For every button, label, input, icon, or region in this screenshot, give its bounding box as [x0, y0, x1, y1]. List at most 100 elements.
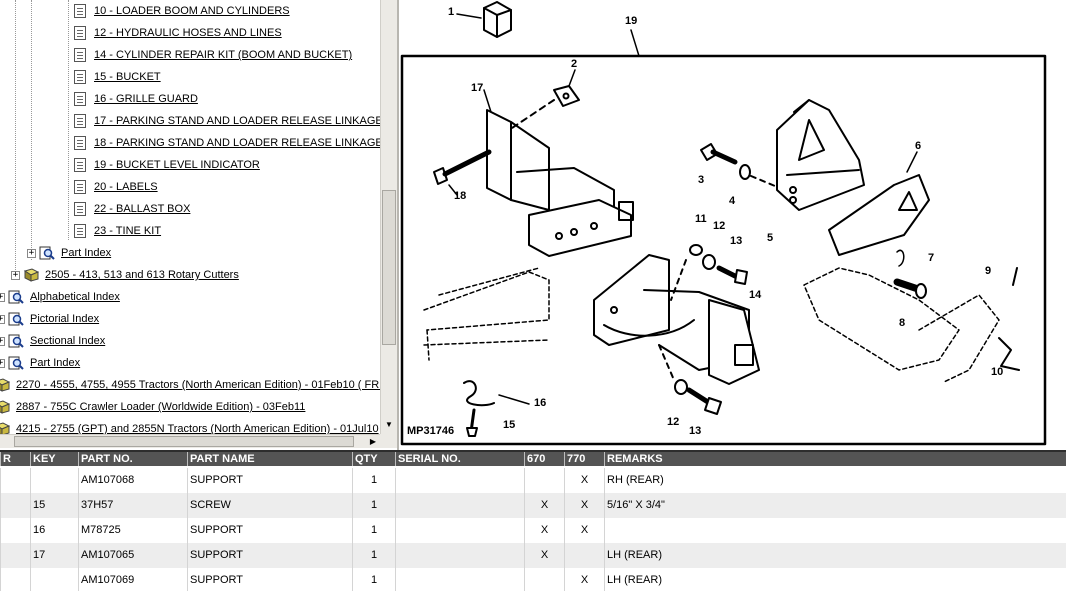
column-header[interactable]: 770	[564, 452, 604, 466]
tree-label[interactable]: 18 - PARKING STAND AND LOADER RELEASE LI…	[94, 137, 380, 149]
callout-number[interactable]: 16	[534, 397, 547, 409]
tree-label[interactable]: Sectional Index	[30, 335, 106, 347]
callout-number[interactable]: 7	[928, 252, 935, 264]
tree-label[interactable]: 2887 - 755C Crawler Loader (Worldwide Ed…	[16, 401, 306, 413]
part-9-10-clip	[998, 267, 1020, 371]
tree-node-section[interactable]: 12 - HYDRAULIC HOSES AND LINES	[74, 22, 282, 44]
column-header[interactable]: QTY	[352, 452, 395, 466]
tree-label[interactable]: 19 - BUCKET LEVEL INDICATOR	[94, 159, 260, 171]
callout-number[interactable]: 9	[985, 265, 992, 277]
table-cell: X	[524, 493, 564, 518]
callout-number[interactable]: 5	[767, 232, 774, 244]
tree-label[interactable]: 23 - TINE KIT	[94, 225, 162, 237]
expand-icon[interactable]: +	[0, 314, 5, 324]
tree-node-section[interactable]: 19 - BUCKET LEVEL INDICATOR	[74, 154, 260, 176]
expand-icon[interactable]: +	[0, 358, 5, 368]
tree-connector-line	[68, 0, 69, 240]
tree-label[interactable]: 20 - LABELS	[94, 181, 158, 193]
callout-number[interactable]: 17	[471, 82, 484, 94]
callout-number[interactable]: 1	[448, 6, 455, 18]
callout-number[interactable]: 6	[915, 140, 922, 152]
tree-label[interactable]: 12 - HYDRAULIC HOSES AND LINES	[94, 27, 282, 39]
tree-label[interactable]: Alphabetical Index	[30, 291, 120, 303]
tree-node-alphabetical-index[interactable]: + Alphabetical Index	[0, 286, 120, 308]
tree-node-pictorial-index[interactable]: + Pictorial Index	[0, 308, 99, 330]
tree-node-sectional-index[interactable]: + Sectional Index	[0, 330, 105, 352]
callout-number[interactable]: 19	[625, 15, 638, 27]
tree-label[interactable]: 15 - BUCKET	[94, 71, 161, 83]
column-header[interactable]: R	[0, 452, 30, 466]
callout-number[interactable]: 3	[698, 174, 705, 186]
tree-node-section[interactable]: 10 - LOADER BOOM AND CYLINDERS	[74, 0, 290, 22]
tree-label[interactable]: 4215 - 2755 (GPT) and 2855N Tractors (No…	[16, 423, 379, 434]
expand-icon[interactable]: +	[27, 247, 36, 258]
book-icon	[0, 400, 10, 414]
table-cell	[395, 568, 524, 591]
callout-number[interactable]: 2	[571, 58, 578, 70]
tree-node-part-index[interactable]: + Part Index	[27, 242, 111, 264]
callout-number[interactable]: 10	[991, 366, 1004, 378]
scrollbar-thumb[interactable]	[14, 436, 354, 447]
callout-number[interactable]: 14	[749, 289, 762, 301]
tree-label[interactable]: 14 - CYLINDER REPAIR KIT (BOOM AND BUCKE…	[94, 49, 353, 61]
tree-node-section[interactable]: 16 - GRILLE GUARD	[74, 88, 198, 110]
scroll-down-icon[interactable]: ▼	[385, 420, 393, 429]
callout-number[interactable]: 12	[667, 416, 680, 428]
pane-splitter[interactable]	[397, 0, 399, 450]
callout-number[interactable]: 13	[730, 235, 743, 247]
tree-node-rotary-cutters[interactable]: + 2505 - 413, 513 and 613 Rotary Cutters	[11, 264, 239, 286]
scroll-right-icon[interactable]: ▶	[369, 437, 377, 446]
index-magnifier-icon	[8, 312, 24, 326]
tree-label[interactable]: 2270 - 4555, 4755, 4955 Tractors (North …	[16, 379, 380, 391]
expand-icon[interactable]: +	[0, 336, 5, 346]
callout-number[interactable]: 4	[729, 195, 736, 207]
tree-vertical-scrollbar[interactable]: ▼	[380, 0, 397, 434]
column-header[interactable]: KEY	[30, 452, 78, 466]
column-header[interactable]: PART NO.	[78, 452, 187, 466]
column-header[interactable]: SERIAL NO.	[395, 452, 524, 466]
callout-number[interactable]: 8	[899, 317, 906, 329]
column-header[interactable]: PART NAME	[187, 452, 352, 466]
tree-node-section[interactable]: 14 - CYLINDER REPAIR KIT (BOOM AND BUCKE…	[74, 44, 352, 66]
tree-node-section[interactable]: 15 - BUCKET	[74, 66, 161, 88]
tree-node-book-2270[interactable]: 2270 - 4555, 4755, 4955 Tractors (North …	[0, 374, 380, 396]
table-cell	[30, 568, 78, 591]
tree-node-section[interactable]: 23 - TINE KIT	[74, 220, 161, 242]
part-7-8-pin	[893, 249, 927, 299]
tree-label[interactable]: 16 - GRILLE GUARD	[94, 93, 198, 105]
callout-number[interactable]: 13	[689, 425, 702, 437]
tree-label[interactable]: Part Index	[61, 247, 112, 259]
book-icon	[0, 422, 10, 434]
tree-label[interactable]: 22 - BALLAST BOX	[94, 203, 191, 215]
tree-label[interactable]: 10 - LOADER BOOM AND CYLINDERS	[94, 5, 290, 17]
expand-icon[interactable]: +	[0, 292, 5, 302]
table-cell: 1	[352, 568, 395, 591]
part-1-clip	[456, 1, 512, 38]
tree-node-book-2887[interactable]: 2887 - 755C Crawler Loader (Worldwide Ed…	[0, 396, 305, 418]
tree-label[interactable]: Pictorial Index	[30, 313, 100, 325]
callout-number[interactable]: 11	[695, 213, 707, 225]
scrollbar-thumb[interactable]	[382, 190, 396, 345]
tree-node-section[interactable]: 20 - LABELS	[74, 176, 158, 198]
column-header[interactable]: REMARKS	[604, 452, 1066, 466]
table-cell: SUPPORT	[187, 543, 352, 568]
callout-number[interactable]: 18	[454, 190, 467, 202]
column-header[interactable]: 670	[524, 452, 564, 466]
callout-number[interactable]: 15	[503, 419, 516, 431]
tree-label[interactable]: 17 - PARKING STAND AND LOADER RELEASE LI…	[94, 115, 380, 127]
tree-node-section[interactable]: 18 - PARKING STAND AND LOADER RELEASE LI…	[74, 132, 380, 154]
tree-label[interactable]: 2505 - 413, 513 and 613 Rotary Cutters	[45, 269, 239, 281]
tree-horizontal-scrollbar[interactable]: ▶	[0, 434, 380, 448]
tree-label[interactable]: Part Index	[30, 357, 81, 369]
tree-node-book-4215[interactable]: 4215 - 2755 (GPT) and 2855N Tractors (No…	[0, 418, 379, 434]
expand-icon[interactable]: +	[11, 269, 20, 280]
tree-node-section[interactable]: 22 - BALLAST BOX	[74, 198, 190, 220]
tree-node-section[interactable]: 17 - PARKING STAND AND LOADER RELEASE LI…	[74, 110, 380, 132]
tree-node-part-index-2[interactable]: + Part Index	[0, 352, 80, 374]
callout-number[interactable]: 12	[713, 220, 726, 232]
